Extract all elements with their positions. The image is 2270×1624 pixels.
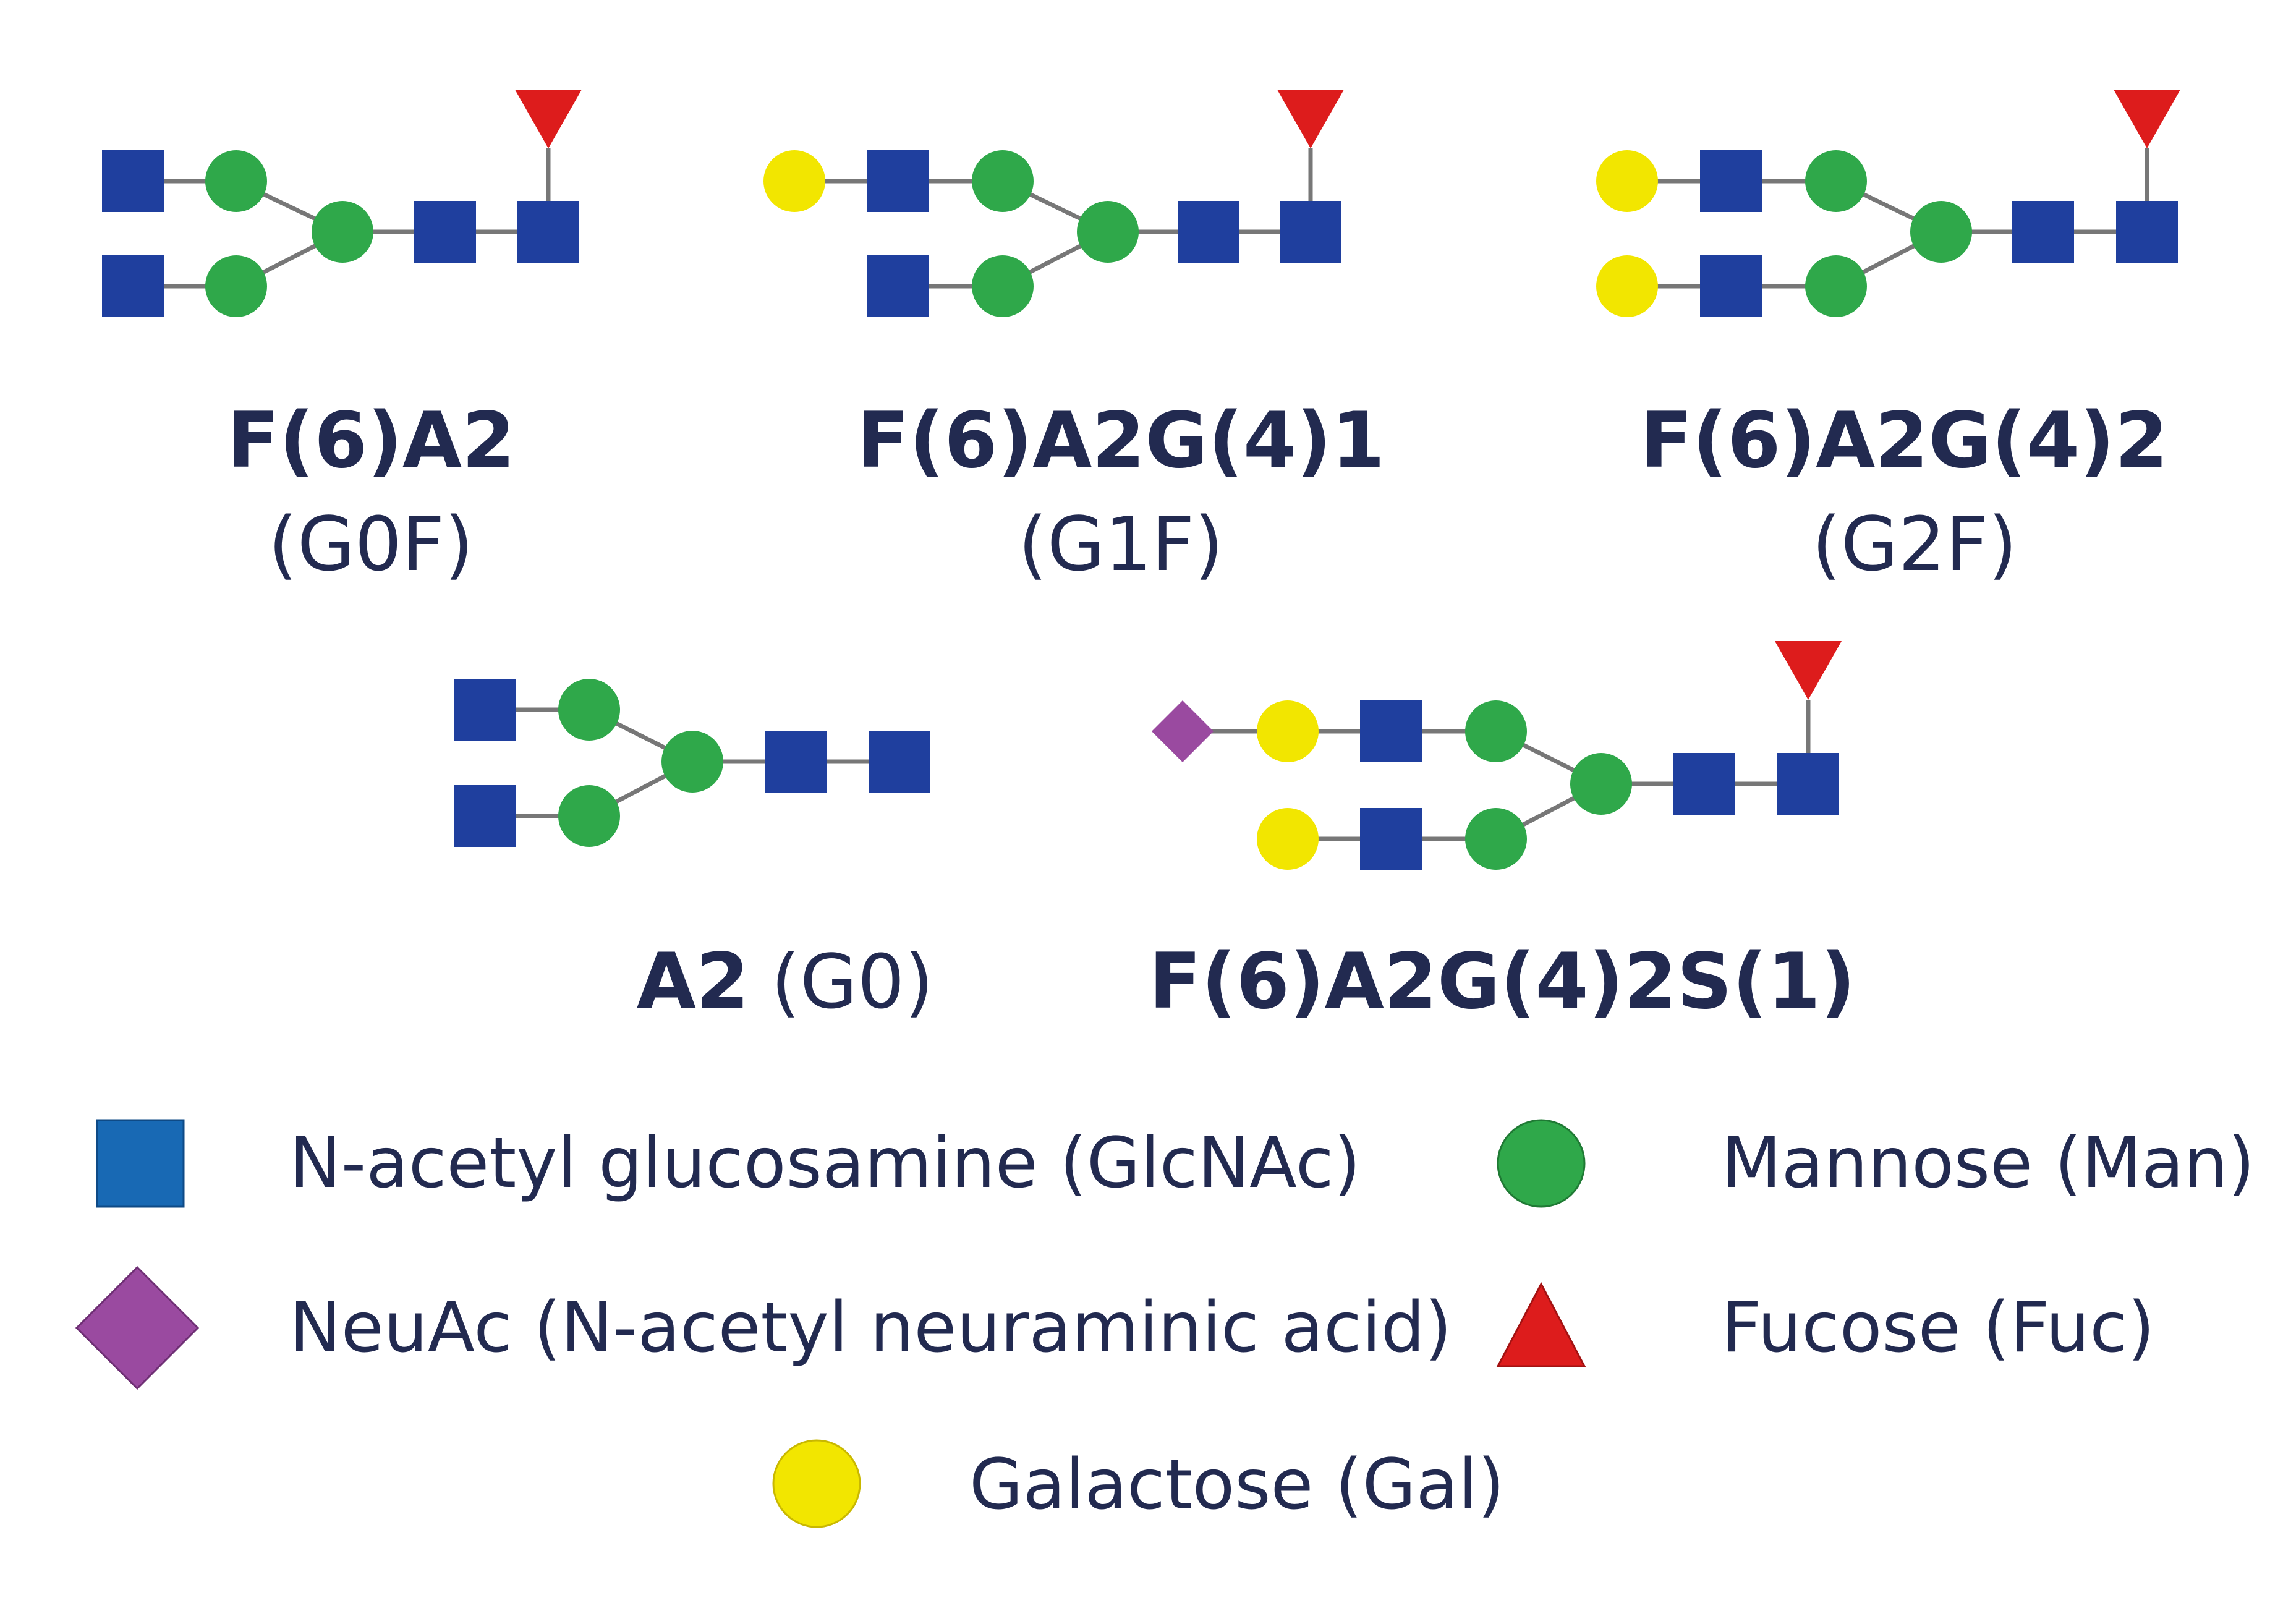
- legend-label-mannose: Mannose (Man): [1722, 1123, 2255, 1204]
- mannose-circle: [205, 255, 267, 317]
- circle-icon: [1497, 1119, 1586, 1208]
- glcnac-square: [1280, 201, 1341, 263]
- mannose-circle: [1910, 201, 1972, 263]
- legend-label-galactose: Galactose (Gal): [969, 1445, 1505, 1525]
- glcnac-square: [1700, 255, 1762, 317]
- square-icon: [96, 1119, 185, 1208]
- glcnac-square: [1673, 753, 1735, 815]
- mannose-circle: [661, 731, 723, 793]
- structure-f6a2g41: F(6)A2G(4)1 (G1F): [763, 90, 1385, 588]
- mannose-circle: [312, 201, 373, 263]
- glcnac-square: [414, 201, 476, 263]
- glcnac-square: [1178, 201, 1239, 263]
- glcnac-square: [1360, 808, 1422, 870]
- glcnac-square: [1360, 700, 1422, 762]
- structure-f6a2g42: F(6)A2G(4)2 (G2F): [1596, 90, 2180, 588]
- glcnac-square: [454, 785, 516, 847]
- glcnac-square: [2012, 201, 2074, 263]
- structure-short-name: (G0): [771, 940, 933, 1026]
- glcnac-square: [1777, 753, 1839, 815]
- structure-short-name: (G2F): [1812, 502, 2017, 588]
- glcnac-square: [102, 255, 164, 317]
- galactose-circle: [1596, 150, 1658, 212]
- structure-short-name: (G1F): [1018, 502, 1223, 588]
- structure-a2: A2 (G0): [454, 679, 933, 1026]
- structure-name: A2: [637, 937, 749, 1026]
- glcnac-square: [1700, 150, 1762, 212]
- mannose-circle: [558, 679, 620, 741]
- galactose-circle: [1596, 255, 1658, 317]
- structure-f6a2g42s1: F(6)A2G(4)2S(1): [1149, 641, 1856, 1026]
- mannose-circle: [1465, 808, 1527, 870]
- structure-name: F(6)A2: [227, 396, 516, 485]
- legend: N-acetyl glucosamine (GlcNAc) Mannose (M…: [75, 1119, 2255, 1528]
- structure-name: F(6)A2G(4)2S(1): [1149, 937, 1855, 1026]
- mannose-circle: [972, 150, 1034, 212]
- mannose-circle: [972, 255, 1034, 317]
- glcnac-square: [765, 731, 827, 793]
- glcnac-square: [869, 731, 930, 793]
- galactose-circle: [763, 150, 825, 212]
- mannose-circle: [1465, 700, 1527, 762]
- legend-label-neuac: NeuAc (N-acetyl neuraminic acid): [289, 1288, 1452, 1368]
- legend-label-fucose: Fucose (Fuc): [1722, 1288, 2155, 1368]
- mannose-circle: [1805, 150, 1867, 212]
- fucose-triangle: [2114, 90, 2180, 148]
- diamond-icon: [75, 1265, 200, 1390]
- glcnac-square: [454, 679, 516, 741]
- neuac-diamond: [1152, 700, 1214, 762]
- fucose-triangle: [1775, 641, 1842, 700]
- structure-name: F(6)A2G(4)1: [857, 396, 1385, 485]
- glcnac-square: [517, 201, 579, 263]
- galactose-circle: [1257, 700, 1319, 762]
- mannose-circle: [1805, 255, 1867, 317]
- structure-f6a2: F(6)A2 (G0F): [102, 90, 582, 588]
- glcnac-square: [867, 150, 929, 212]
- legend-label-glcnac: N-acetyl glucosamine (GlcNAc): [289, 1123, 1361, 1204]
- structure-short-name: (G0F): [268, 502, 474, 588]
- structure-label: A2 (G0): [637, 937, 933, 1026]
- glcnac-square: [2116, 201, 2178, 263]
- mannose-circle: [205, 150, 267, 212]
- mannose-circle: [1077, 201, 1139, 263]
- circle-icon: [772, 1439, 861, 1528]
- fucose-triangle: [515, 90, 582, 148]
- structure-name: F(6)A2G(4)2: [1640, 396, 2168, 485]
- glcnac-square: [867, 255, 929, 317]
- fucose-triangle: [1277, 90, 1344, 148]
- galactose-circle: [1257, 808, 1319, 870]
- glcnac-square: [102, 150, 164, 212]
- triangle-icon: [1496, 1282, 1586, 1367]
- mannose-circle: [558, 785, 620, 847]
- mannose-circle: [1570, 753, 1632, 815]
